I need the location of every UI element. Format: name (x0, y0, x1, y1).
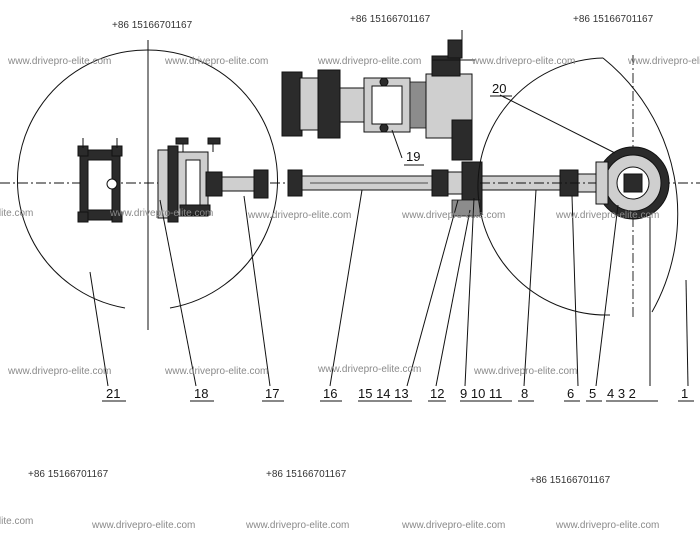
callout-5: 5 (589, 386, 596, 401)
callout-16: 16 (323, 386, 337, 401)
watermark-url: www.drivepro-elite.com (0, 516, 33, 527)
callout-4-3-2: 4 3 2 (607, 386, 636, 401)
watermark-url: www.drivepro-elite.com (0, 208, 33, 219)
right-hub-assembly (595, 146, 670, 220)
watermark-phones: +86 15166701167 +86 15166701167 +86 1516… (28, 14, 654, 486)
callout-12: 12 (430, 386, 444, 401)
watermark-phone: +86 15166701167 (350, 14, 431, 25)
callout-8: 8 (521, 386, 528, 401)
watermark-url: www.drivepro-elite.com (7, 366, 111, 377)
callout-labels: 21 18 17 16 15 14 13 12 9 10 11 8 6 5 4 … (106, 81, 688, 401)
watermark-urls: www.drivepro-elite.com www.drivepro-elit… (0, 56, 700, 531)
watermark-phone: +86 15166701167 (28, 469, 109, 480)
watermark-url: www.drivepro-elite.com (245, 520, 349, 531)
watermark-url: www.drivepro-elite.com (109, 208, 213, 219)
watermark-url: www.drivepro-elite.com (401, 520, 505, 531)
watermark-url: www.drivepro-elite.com (164, 366, 268, 377)
watermark-url: www.drivepro-elite.com (555, 210, 659, 221)
watermark-url: www.drivepro-elite.com (317, 56, 421, 67)
callout-6: 6 (567, 386, 574, 401)
watermark-url: www.drivepro-elite.com (91, 520, 195, 531)
callout-9-10-11: 9 10 11 (460, 386, 502, 401)
watermark-phone: +86 15166701167 (112, 20, 193, 31)
callout-21: 21 (106, 386, 120, 401)
callout-20: 20 (492, 81, 506, 96)
leader-lines (89, 94, 694, 402)
watermark-phone: +86 15166701167 (530, 475, 611, 486)
left-yoke-assembly (77, 137, 269, 223)
watermark-url: www.drivepro-elite.com (401, 210, 505, 221)
callout-18: 18 (194, 386, 208, 401)
watermark-url: www.drivepro-elite.com (317, 364, 421, 375)
watermark-url: www.drivepro-elite.com (164, 56, 268, 67)
watermark-url: www.drivepro-elite.com (247, 210, 351, 221)
watermark-phone: +86 15166701167 (266, 469, 347, 480)
watermark-url: www.drivepro-elite.com (471, 56, 575, 67)
callout-17: 17 (265, 386, 279, 401)
callout-15-14-13: 15 14 13 (358, 386, 409, 401)
watermark-url: www.drivepro-elite.com (555, 520, 659, 531)
long-drive-shaft (287, 161, 483, 217)
callout-19: 19 (406, 149, 420, 164)
watermark-url: www.drivepro-elite.com (473, 366, 577, 377)
top-gearbox-assembly (281, 30, 475, 161)
watermark-url: www.drivepro-elite.com (627, 56, 700, 67)
watermark-phone: +86 15166701167 (573, 14, 654, 25)
callout-1: 1 (681, 386, 688, 401)
watermark-url: www.drivepro-elite.com (7, 56, 111, 67)
